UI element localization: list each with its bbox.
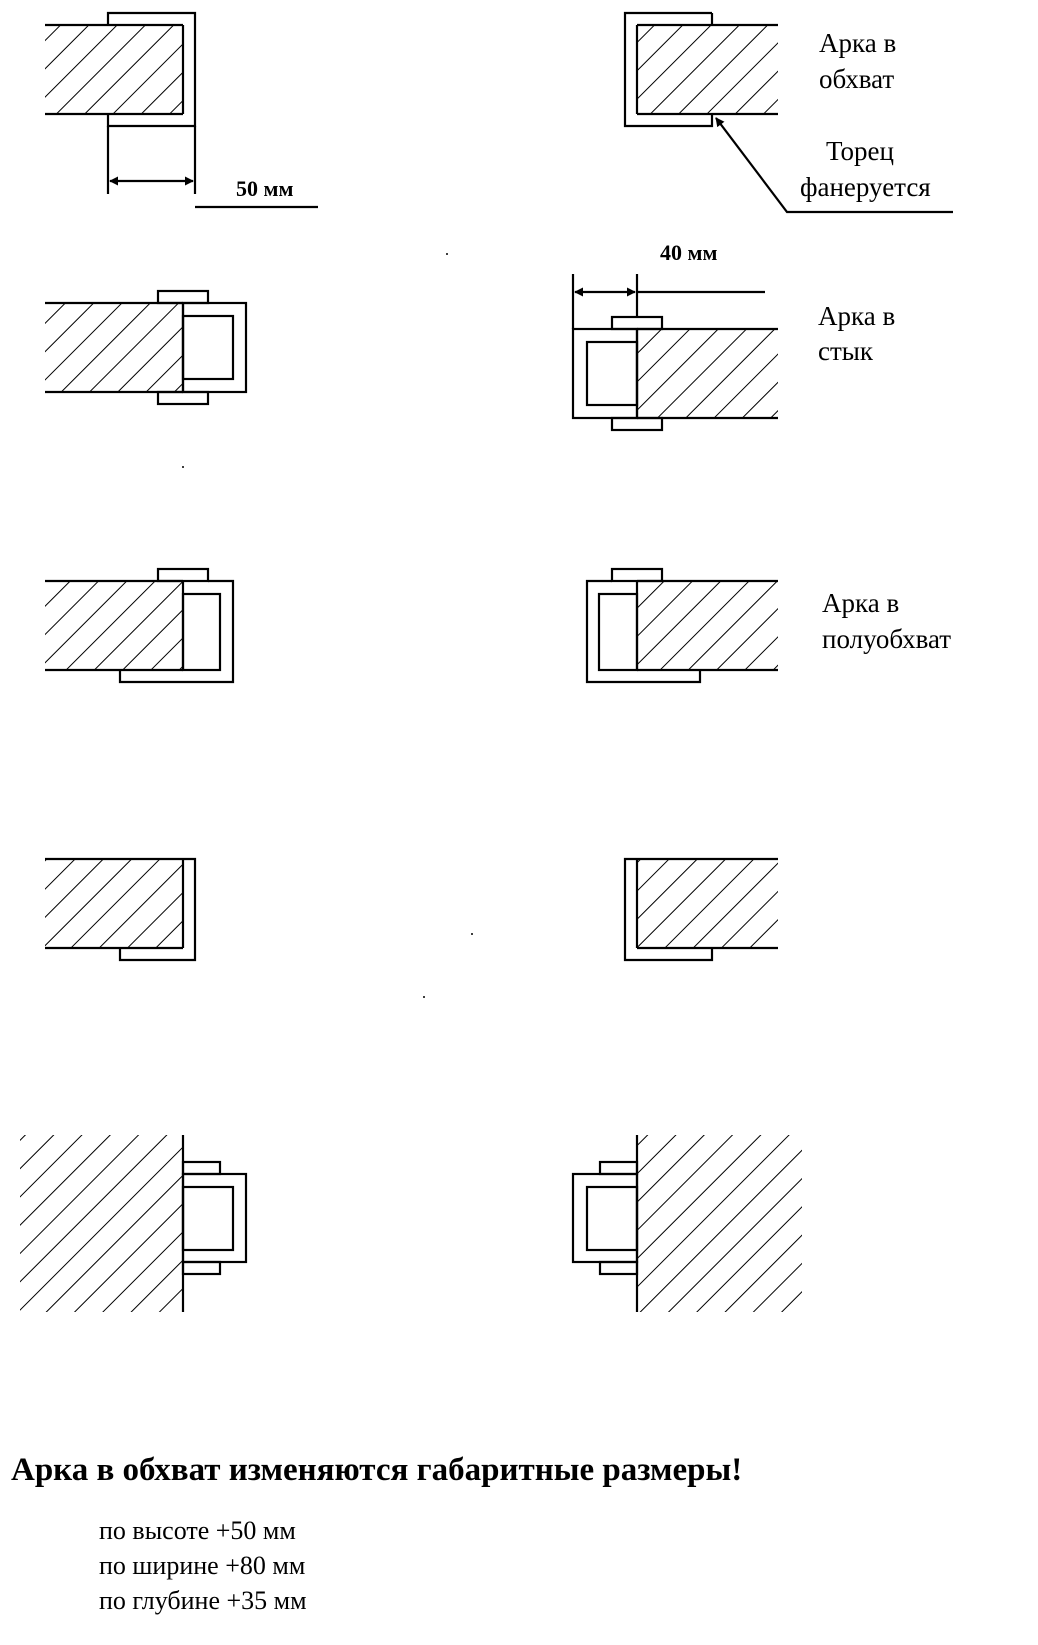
note-title: Арка в обхват изменяются габаритные разм… — [11, 1452, 743, 1488]
half-wrap-detail-left — [45, 567, 235, 684]
label-arch-half-wrap-line2: полуобхват — [822, 624, 951, 654]
half-wrap-detail-right — [585, 567, 778, 684]
joint-detail-right — [571, 274, 778, 432]
label-arch-half-wrap-line1: Арка в — [822, 588, 899, 618]
label-arch-joint-line1: Арка в — [818, 301, 895, 331]
note-line-depth: по глубине +35 мм — [99, 1586, 307, 1615]
label-arch-wrap-line1: Арка в — [819, 28, 896, 58]
wall-joint-detail-left — [20, 1135, 248, 1312]
wrap-detail-right — [623, 11, 953, 214]
dimension-40mm: 40 мм — [660, 240, 717, 265]
l-profile-detail-left — [45, 857, 197, 962]
label-end-veneered-line2: фанеруется — [800, 172, 931, 202]
wall-joint-detail-right — [571, 1135, 802, 1312]
label-arch-wrap-line2: обхват — [819, 64, 894, 94]
label-arch-joint-line2: стык — [818, 336, 874, 366]
note-line-width: по ширине +80 мм — [99, 1551, 306, 1580]
wrap-detail-left — [45, 11, 318, 209]
label-end-veneered-line1: Торец — [826, 136, 894, 166]
note-line-height: по высоте +50 мм — [99, 1516, 296, 1545]
l-profile-detail-right — [623, 857, 778, 962]
arch-joint-diagram: 50 мм 40 мм Арка в обхват Торец фанерует… — [20, 11, 953, 1312]
dimension-50mm: 50 мм — [236, 176, 293, 201]
scan-dots — [182, 253, 473, 998]
joint-detail-left — [45, 289, 248, 406]
